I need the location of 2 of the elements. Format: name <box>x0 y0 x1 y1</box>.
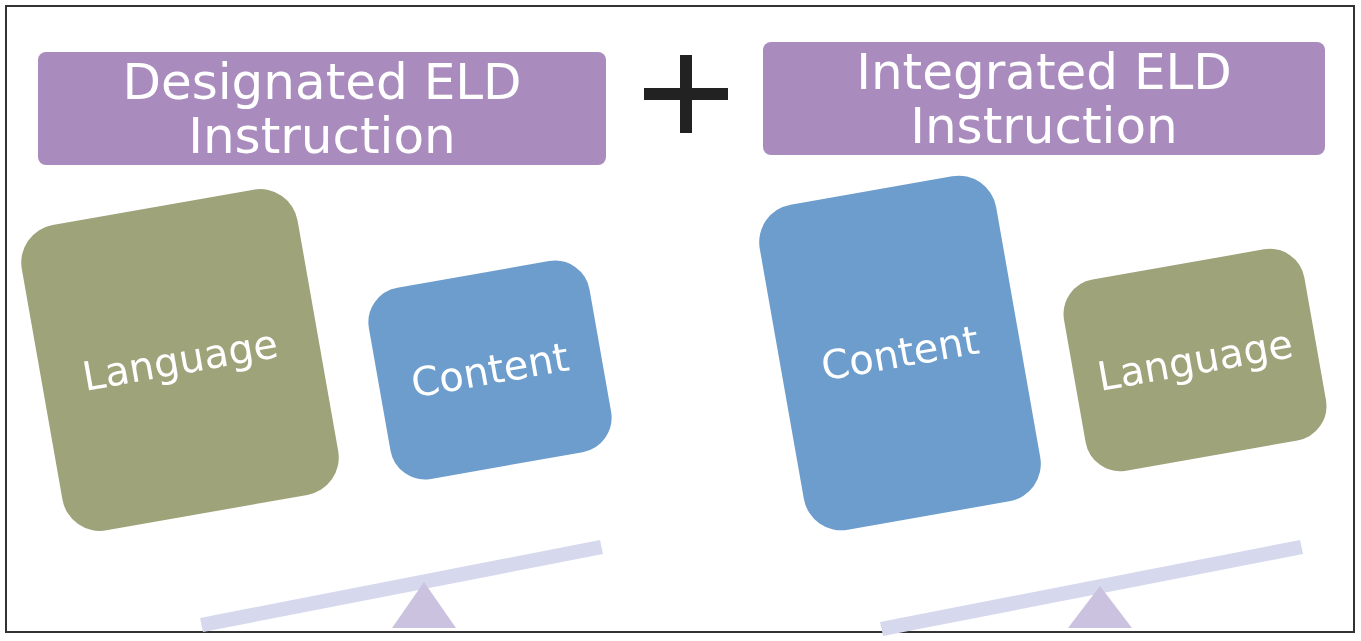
heading-banner: Designated ELD Instruction <box>38 52 606 165</box>
heading-banner: Integrated ELD Instruction <box>763 42 1325 155</box>
